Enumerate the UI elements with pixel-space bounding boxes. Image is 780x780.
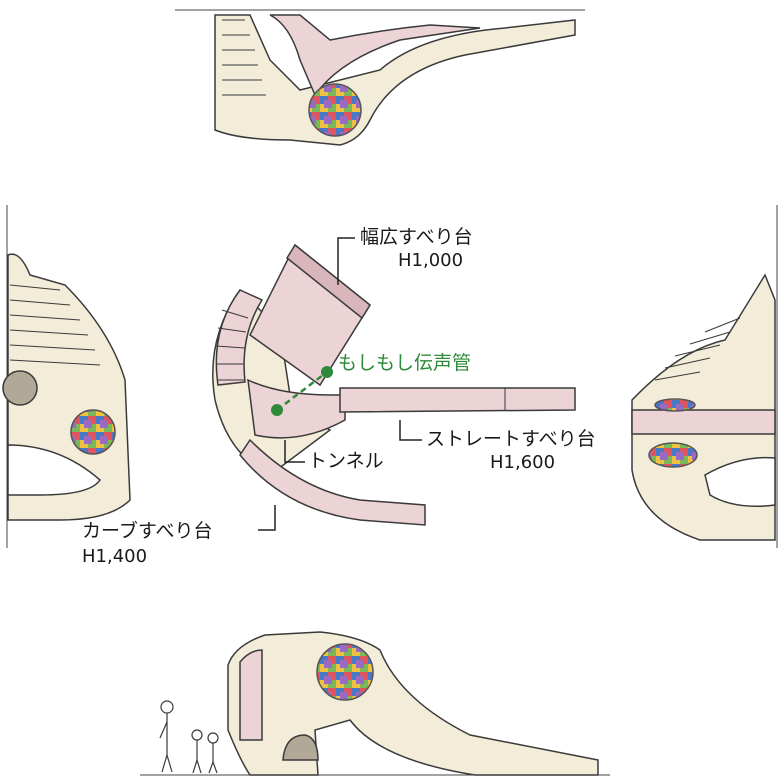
left-elevation <box>2 253 131 521</box>
stair-steps-right <box>654 317 741 381</box>
straight-slide-height: H1,600 <box>490 452 556 473</box>
mosaic-ellipse-right <box>648 442 698 468</box>
tunnel-label: トンネル <box>308 450 384 472</box>
phone-tube-end-b <box>321 366 333 378</box>
straight-slide-name: ストレートすべり台 <box>426 428 596 450</box>
right-elevation <box>631 273 776 541</box>
wide-slide-height: H1,000 <box>398 250 464 271</box>
stair-steps <box>222 19 266 96</box>
porthole-left <box>2 370 38 406</box>
phone-tube-end-a <box>271 404 283 416</box>
mosaic-circle-bottom <box>316 643 374 701</box>
spiral-stair-steps <box>215 309 249 381</box>
mosaic-circle-left <box>70 409 116 455</box>
curve-slide-height: H1,400 <box>82 546 148 567</box>
human-figures <box>159 700 219 774</box>
mosaic-circle-top <box>308 83 362 137</box>
phone-tube-label: もしもし伝声管 <box>338 352 472 374</box>
plan-view <box>212 237 576 531</box>
stair-steps-left <box>9 284 101 366</box>
mosaic-disc-right-top <box>654 398 696 412</box>
curve-slide-name: カーブすべり台 <box>82 520 213 542</box>
curve-slide <box>239 438 426 526</box>
phone-tube-line <box>276 371 328 411</box>
leader-lines <box>258 237 422 531</box>
tunnel-hub <box>247 378 346 439</box>
top-elevation <box>214 14 576 146</box>
wide-slide-name: 幅広すべり台 <box>360 226 473 248</box>
straight-slide <box>339 387 576 413</box>
bottom-elevation <box>159 631 599 776</box>
